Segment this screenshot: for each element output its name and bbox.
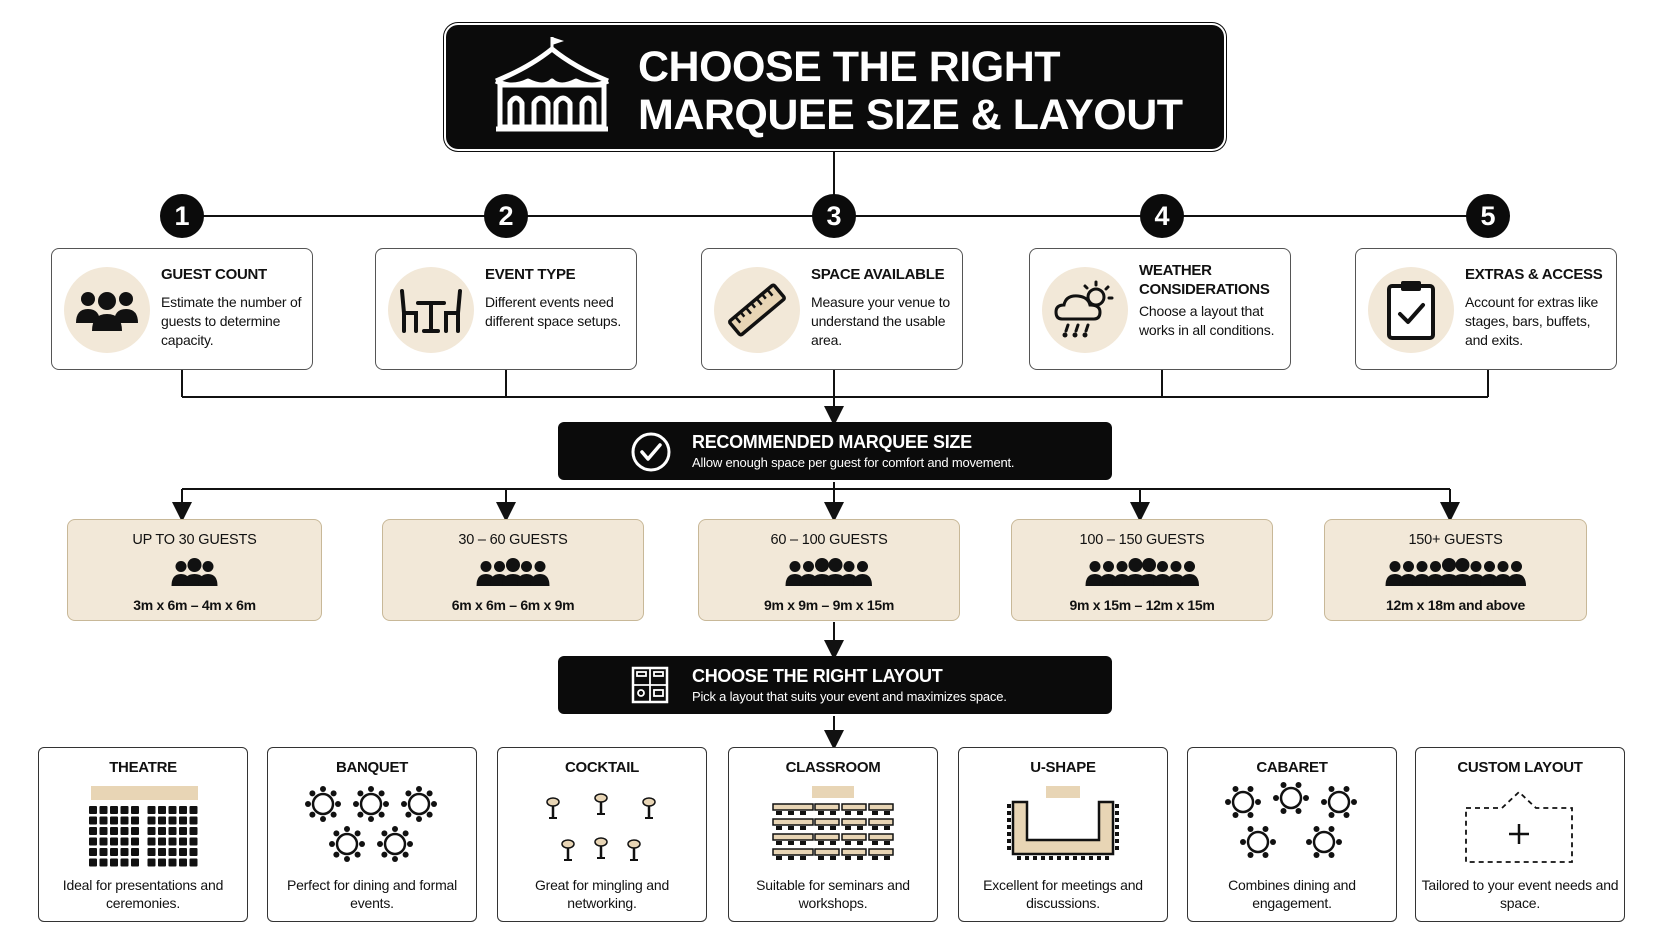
person-icon (1112, 561, 1132, 586)
layout-title: COCKTAIL (565, 759, 639, 776)
size-guest-range: 60 – 100 GUESTS (770, 532, 888, 548)
guest-group-icon (1012, 554, 1272, 588)
factor-description: Estimate the number of guests to determi… (161, 294, 302, 348)
banner-subtitle: Pick a layout that suits your event and … (692, 689, 1007, 704)
recommended-size-banner: RECOMMENDED MARQUEE SIZE Allow enough sp… (558, 422, 1112, 480)
layout-description: Excellent for meetings and discussions. (983, 877, 1143, 911)
layout-card-theatre: THEATRE Ideal for presentations and cere… (38, 747, 248, 922)
factor-title: SPACE AVAILABLE (811, 266, 945, 283)
layout-description: Ideal for presentations and ceremonies. (62, 877, 224, 911)
factor-card-guest-count: GUEST COUNT Estimate the number of guest… (51, 248, 313, 370)
guest-group-icon (68, 554, 321, 588)
classroom-desks-diagram (772, 786, 894, 860)
layout-title: BANQUET (335, 759, 409, 776)
layout-card-classroom: CLASSROOM Suitable for seminars and work… (728, 747, 938, 922)
size-guest-range: 100 – 150 GUESTS (1079, 532, 1205, 548)
factor-title: EVENT TYPE (485, 266, 576, 283)
person-icon (530, 561, 550, 586)
factor-card-event-type: EVENT TYPE Different events need differe… (375, 248, 637, 370)
size-guest-range: UP TO 30 GUESTS (132, 532, 257, 548)
layout-description: Combines dining and engagement. (1228, 877, 1356, 911)
guest-group-icon (383, 554, 643, 588)
clipboard-check-icon (1368, 267, 1454, 353)
layout-description: Great for mingling and networking. (534, 877, 670, 911)
size-guest-range: 30 – 60 GUESTS (458, 532, 568, 548)
step-number-2: 2 (484, 194, 528, 238)
size-card: 150+ GUESTS 12m x 18m and above (1324, 519, 1587, 621)
size-guest-range: 150+ GUESTS (1408, 532, 1503, 548)
step-number-1: 1 (160, 194, 204, 238)
person-icon (198, 561, 218, 586)
header-banner: CHOOSE THE RIGHT MARQUEE SIZE & LAYOUT (446, 25, 1224, 149)
cocktail-tables-diagram (546, 793, 656, 861)
people-icon (64, 267, 150, 353)
size-dimensions: 9m x 15m – 12m x 15m (1069, 597, 1215, 613)
ruler-icon (714, 267, 800, 353)
factor-description: Account for extras like stages, bars, bu… (1465, 294, 1599, 348)
banner-subtitle: Allow enough space per guest for comfort… (692, 455, 1015, 470)
layout-description: Perfect for dining and formal events. (286, 877, 458, 911)
layout-title: CLASSROOM (785, 759, 881, 776)
layout-title: THEATRE (109, 759, 177, 776)
person-icon (502, 558, 524, 586)
factor-description: Measure your venue to understand the usa… (811, 294, 950, 348)
factor-description: Different events need different space se… (485, 294, 622, 329)
theatre-seating-diagram (89, 786, 198, 867)
size-dimensions: 12m x 18m and above (1385, 597, 1526, 613)
size-card: UP TO 30 GUESTS 3m x 6m – 4m x 6m (67, 519, 322, 621)
factor-card-weather: WEATHER CONSIDERATIONS Choose a layout t… (1029, 248, 1291, 370)
banner-title: RECOMMENDED MARQUEE SIZE (692, 432, 972, 452)
custom-layout-diagram (1465, 790, 1573, 863)
person-icon (853, 561, 873, 586)
layout-card-banquet: BANQUET Perfect for dining and formal ev… (267, 747, 477, 922)
size-card: 30 – 60 GUESTS 6m x 6m – 6m x 9m (382, 519, 644, 621)
person-icon (1506, 561, 1526, 586)
step-number-3: 3 (812, 194, 856, 238)
guest-group-icon (1325, 554, 1586, 588)
size-card: 60 – 100 GUESTS 9m x 9m – 9m x 15m (698, 519, 960, 621)
layout-card-custom: CUSTOM LAYOUT Tailored to your event nee… (1415, 747, 1625, 922)
factor-card-space-available: SPACE AVAILABLE Measure your venue to un… (701, 248, 963, 370)
check-circle-icon (631, 432, 671, 472)
factor-description: Choose a layout that works in all condit… (1139, 303, 1275, 338)
table-chairs-icon (388, 267, 474, 353)
layout-card-cabaret: CABARET Combines dining and engagement. (1187, 747, 1397, 922)
layout-card-u-shape: U-SHAPE Excellent for meetings and discu… (958, 747, 1168, 922)
layout-description: Tailored to your event needs and space. (1421, 877, 1619, 911)
layout-description: Suitable for seminars and workshops. (756, 877, 910, 911)
marquee-tent-icon (494, 37, 610, 132)
floor-plan-icon (631, 666, 669, 704)
page-title: CHOOSE THE RIGHT MARQUEE SIZE & LAYOUT (638, 43, 1183, 139)
guest-group-icon (699, 554, 959, 588)
size-card: 100 – 150 GUESTS 9m x 15m – 12m x 15m (1011, 519, 1273, 621)
layout-banner: CHOOSE THE RIGHT LAYOUT Pick a layout th… (558, 656, 1112, 714)
cabaret-tables-diagram (1225, 782, 1357, 858)
step-number-5: 5 (1466, 194, 1510, 238)
factor-title: EXTRAS & ACCESS (1465, 266, 1603, 283)
banner-title: CHOOSE THE RIGHT LAYOUT (692, 666, 943, 686)
person-icon (1179, 561, 1199, 586)
size-dimensions: 3m x 6m – 4m x 6m (133, 597, 256, 613)
layout-title: CUSTOM LAYOUT (1457, 759, 1583, 776)
layout-title: U-SHAPE (1030, 759, 1096, 776)
factor-card-extras-access: EXTRAS & ACCESS Account for extras like … (1355, 248, 1617, 370)
factor-title: GUEST COUNT (161, 266, 267, 283)
u-shape-table-diagram (1007, 786, 1119, 860)
layout-title: CABARET (1256, 759, 1328, 776)
banquet-tables-diagram (305, 786, 437, 862)
step-number-4: 4 (1140, 194, 1184, 238)
factor-title: WEATHER CONSIDERATIONS (1139, 262, 1270, 298)
layout-card-cocktail: COCKTAIL Great for mingling and networki… (497, 747, 707, 922)
size-dimensions: 9m x 9m – 9m x 15m (763, 597, 895, 613)
weather-icon (1042, 267, 1128, 353)
size-dimensions: 6m x 6m – 6m x 9m (451, 597, 575, 613)
plus-icon (1509, 824, 1529, 844)
